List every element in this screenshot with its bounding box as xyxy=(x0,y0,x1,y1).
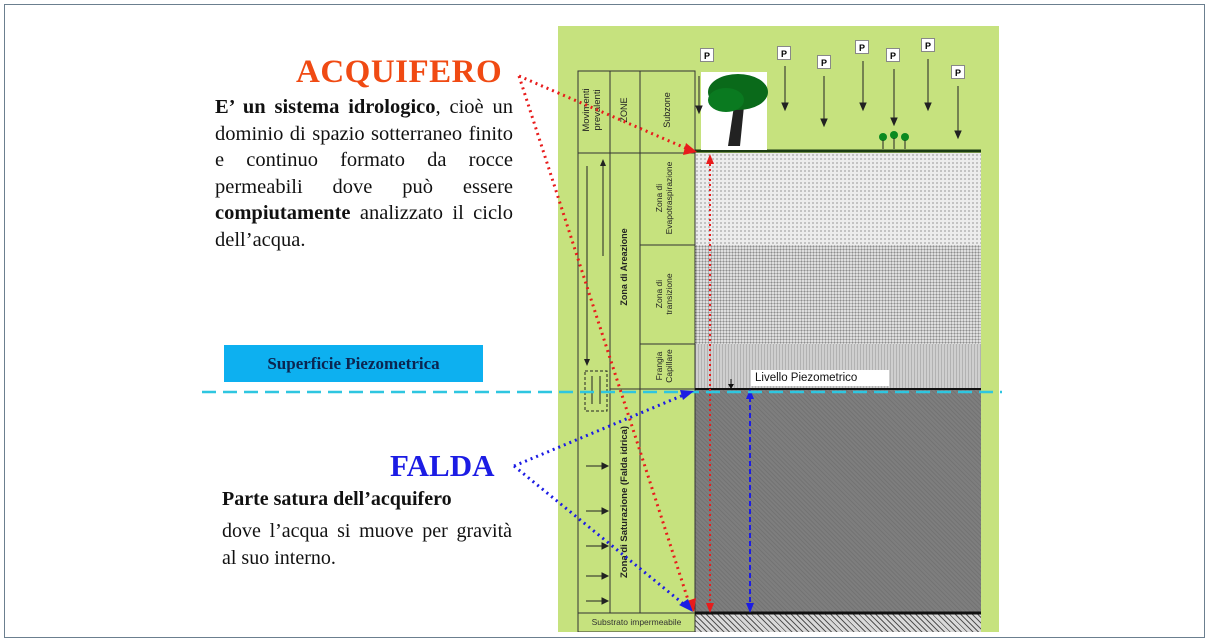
acquifero-text-1: , cioè un dominio di spazio sotterraneo … xyxy=(215,96,513,198)
header-subzone: Subzone xyxy=(662,92,672,128)
precip-tag: P xyxy=(921,38,935,52)
slide-frame xyxy=(4,4,1205,638)
layer-substrato xyxy=(695,613,981,632)
substrato-label: Substrato impermeabile xyxy=(591,617,682,627)
layer-evapotraspirazione xyxy=(695,153,981,245)
falda-heading: Parte satura dell’acquifero xyxy=(222,488,452,510)
precip-tag: P xyxy=(886,48,900,62)
subzone-evapotraspirazione-label: Zona di Evapotraspirazione xyxy=(654,161,674,235)
superficie-piezometrica-label: Superficie Piezometrica xyxy=(224,345,483,382)
subzone-frangia-label: Frangia Capillare xyxy=(654,349,674,383)
zone-saturazione-label: Zona di Saturazione (Falda idrica) xyxy=(619,425,630,579)
livello-piezometrico-label: Livello Piezometrico xyxy=(751,370,889,386)
zone-aerazione-label: Zona di Areazione xyxy=(619,228,629,306)
precip-tag: P xyxy=(777,46,791,60)
precip-tag: P xyxy=(951,65,965,79)
acquifero-text-2: analizzato il ciclo dell’acqua. xyxy=(215,202,513,251)
layer-frangia-capillare xyxy=(695,344,981,389)
aquifer-diagram: Movimenti prevalenti ZONE Subzone Zona d… xyxy=(558,26,999,632)
falda-title: FALDA xyxy=(390,448,495,483)
precip-tag: P xyxy=(700,48,714,62)
precip-tag: P xyxy=(855,40,869,54)
layer-transizione xyxy=(695,245,981,344)
layer-saturazione xyxy=(695,389,981,613)
acquifero-bold-2: compiutamente xyxy=(215,202,351,225)
acquifero-description: E’ un sistema idrologico, cioè un domini… xyxy=(215,94,513,254)
falda-description: dove l’acqua si muove per gravità al suo… xyxy=(222,520,512,569)
acquifero-bold-1: E’ un sistema idrologico xyxy=(215,96,436,118)
acquifero-title: ACQUIFERO xyxy=(296,54,503,90)
header-zone: ZONE xyxy=(619,97,629,123)
precip-tag: P xyxy=(817,55,831,69)
subzone-transizione-label: Zona di transizione xyxy=(654,273,674,315)
header-movimenti: Movimenti prevalenti xyxy=(581,88,603,132)
